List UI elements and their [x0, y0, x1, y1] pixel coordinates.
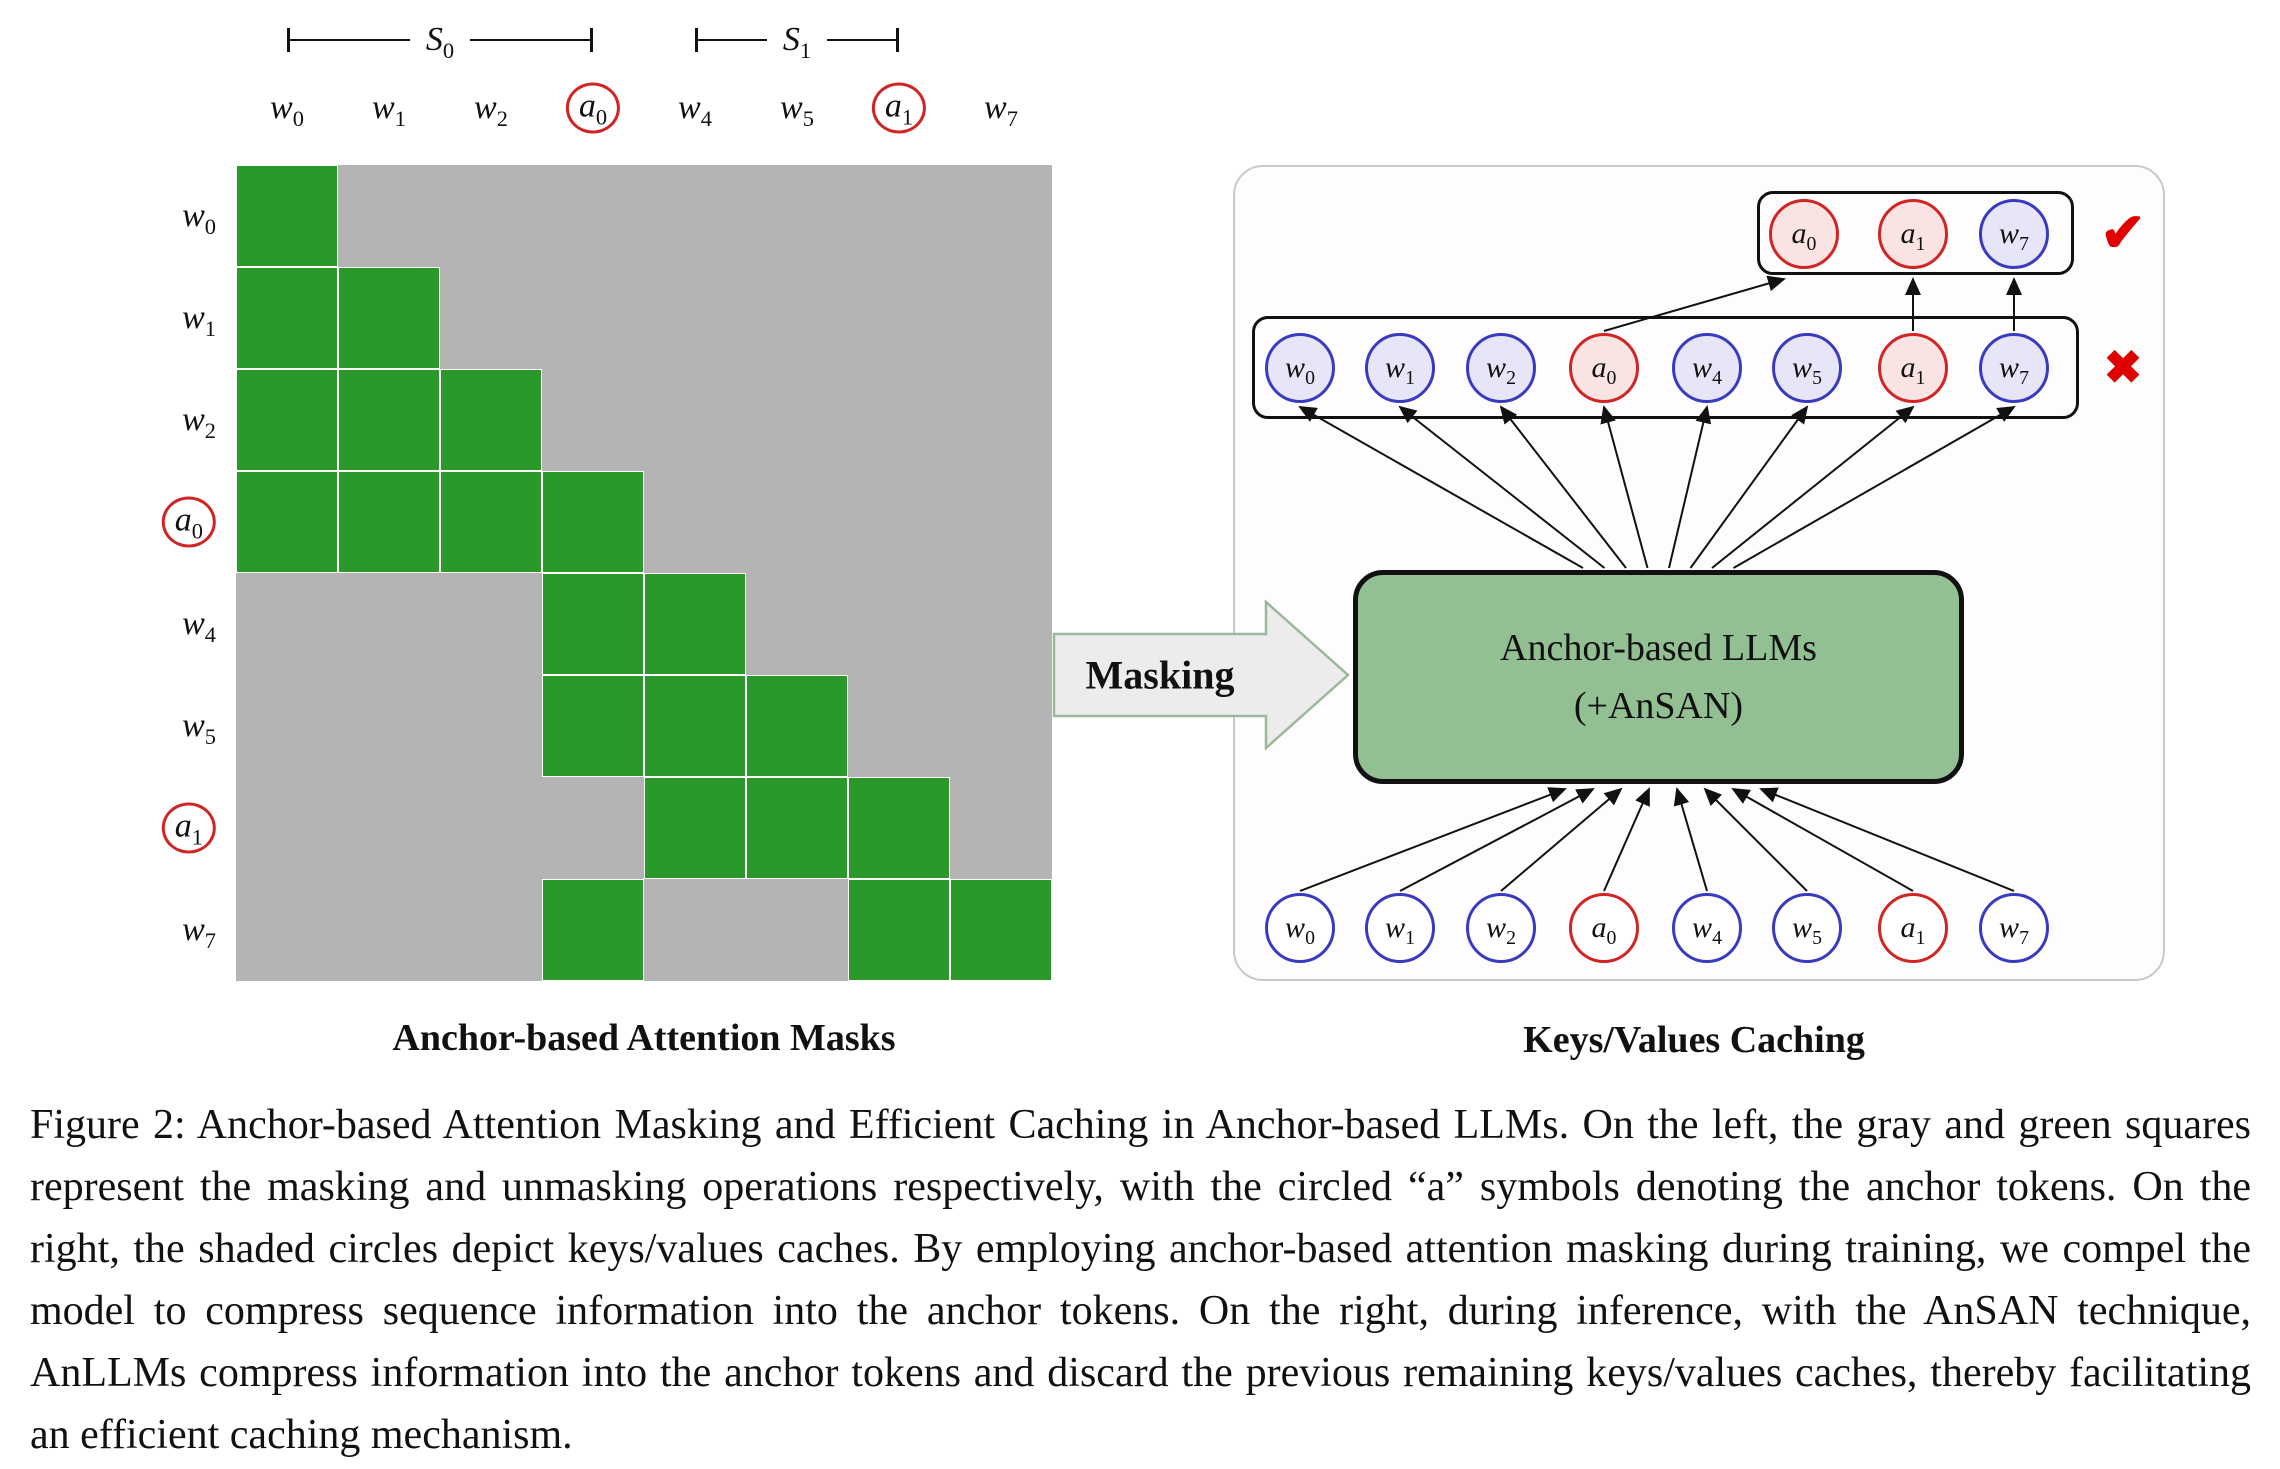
col-label-w7: w7 — [984, 89, 1018, 131]
flow-arrow — [1298, 406, 1584, 569]
discard-cross-icon: ✖ — [2103, 342, 2143, 393]
mask-cell — [542, 675, 644, 777]
col-label-w5: w5 — [780, 89, 814, 131]
left-panel-title: Anchor-based Attention Masks — [392, 1017, 896, 1059]
mask-cell — [338, 369, 440, 471]
row-label-w0: w0 — [182, 197, 216, 239]
flow-arrow — [1603, 787, 1650, 892]
flow-arrow — [1759, 787, 2015, 892]
mask-cell — [236, 369, 338, 471]
row-label-a1: a1 — [161, 802, 216, 854]
token-circle-w0: w0 — [1265, 333, 1335, 403]
token-circle-a0: a0 — [1569, 893, 1639, 963]
tick — [287, 28, 290, 52]
kept-check-icon: ✔ — [2100, 203, 2146, 263]
col-label-w4: w4 — [678, 89, 712, 131]
mask-cell — [746, 777, 848, 879]
token-circle-w4: w4 — [1672, 893, 1742, 963]
row-label-w2: w2 — [182, 401, 216, 443]
sequence-span-S1: S1 — [695, 21, 899, 63]
caching-panel: ✔ ✖ Anchor-based LLMs (+AnSAN) w0 w1 w2 a0 w… — [1233, 165, 2165, 981]
sequence-span-S0: S0 — [287, 21, 593, 63]
mask-cell — [440, 471, 542, 573]
row-label-w1: w1 — [182, 299, 216, 341]
token-circle-w7: w7 — [1979, 893, 2049, 963]
hline — [827, 38, 896, 42]
row-label-a0: a0 — [161, 496, 216, 548]
row-label-w4: w4 — [182, 605, 216, 647]
mask-cell — [848, 777, 950, 879]
mask-cell — [746, 675, 848, 777]
model-box-line2: (+AnSAN) — [1573, 685, 1744, 727]
mask-cell — [338, 471, 440, 573]
flow-arrow — [1600, 405, 1649, 569]
hline — [698, 38, 767, 42]
mask-cell — [236, 165, 338, 267]
token-circle-w7: w7 — [1979, 333, 2049, 403]
mask-cell — [644, 777, 746, 879]
col-label-a0: a0 — [565, 82, 621, 134]
col-label-w0: w0 — [270, 89, 304, 131]
flow-arrow — [1711, 405, 1915, 569]
token-circle-w1: w1 — [1365, 893, 1435, 963]
token-circle-w0: w0 — [1265, 893, 1335, 963]
token-circle-w5: w5 — [1772, 893, 1842, 963]
col-label-w2: w2 — [474, 89, 508, 131]
mask-cell — [542, 573, 644, 675]
anchor-llm-model-box: Anchor-based LLMs (+AnSAN) — [1353, 570, 1964, 784]
token-circle-a0: a0 — [1769, 199, 1839, 269]
flow-arrow — [1499, 405, 1627, 569]
mask-cell — [338, 267, 440, 369]
token-circle-a1: a1 — [1878, 199, 1948, 269]
tick — [896, 28, 899, 52]
col-label-a1: a1 — [871, 82, 927, 134]
mask-cell — [644, 675, 746, 777]
mask-cell — [440, 369, 542, 471]
span-label-S0: S0 — [425, 21, 455, 63]
masking-arrow: Masking — [1052, 599, 1350, 751]
tick — [695, 28, 698, 52]
token-circle-w5: w5 — [1772, 333, 1842, 403]
hline — [470, 38, 590, 42]
flow-arrow — [1399, 788, 1595, 892]
token-circle-w2: w2 — [1466, 893, 1536, 963]
flow-arrow — [1703, 787, 1808, 892]
token-circle-a1: a1 — [1878, 893, 1948, 963]
model-box-line1: Anchor-based LLMs — [1500, 627, 1817, 669]
token-circle-w2: w2 — [1466, 333, 1536, 403]
attention-mask-grid — [236, 165, 1052, 981]
tick — [590, 28, 593, 52]
figure-caption: Figure 2: Anchor-based Attention Masking… — [30, 1102, 2251, 1458]
row-label-w5: w5 — [182, 707, 216, 749]
hline — [290, 38, 410, 42]
mask-cell — [236, 471, 338, 573]
mask-cell — [848, 879, 950, 981]
token-circle-a1: a1 — [1878, 333, 1948, 403]
kept-cache-box — [1757, 191, 2074, 275]
masking-arrow-shape — [1052, 599, 1350, 751]
right-panel-title: Keys/Values Caching — [1523, 1019, 1865, 1061]
span-label-S1: S1 — [782, 21, 812, 63]
row-label-w7: w7 — [182, 911, 216, 953]
token-circle-w4: w4 — [1672, 333, 1742, 403]
flow-arrow — [1689, 405, 1809, 569]
flow-arrow — [1668, 405, 1712, 569]
mask-cell — [542, 471, 644, 573]
flow-arrow — [1500, 787, 1623, 892]
token-circle-w7: w7 — [1979, 199, 2049, 269]
token-circle-a0: a0 — [1569, 333, 1639, 403]
flow-arrow — [1398, 405, 1606, 569]
masking-arrow-label: Masking — [1086, 653, 1235, 698]
flow-arrow — [1731, 788, 1914, 892]
col-label-w1: w1 — [372, 89, 406, 131]
token-circle-w1: w1 — [1365, 333, 1435, 403]
flow-arrow — [1733, 406, 2016, 569]
flow-arrow — [1299, 787, 1567, 892]
mask-cell — [542, 879, 644, 981]
flow-arrow — [1673, 787, 1708, 892]
mask-cell — [236, 267, 338, 369]
mask-cell — [950, 879, 1052, 981]
mask-cell — [644, 573, 746, 675]
